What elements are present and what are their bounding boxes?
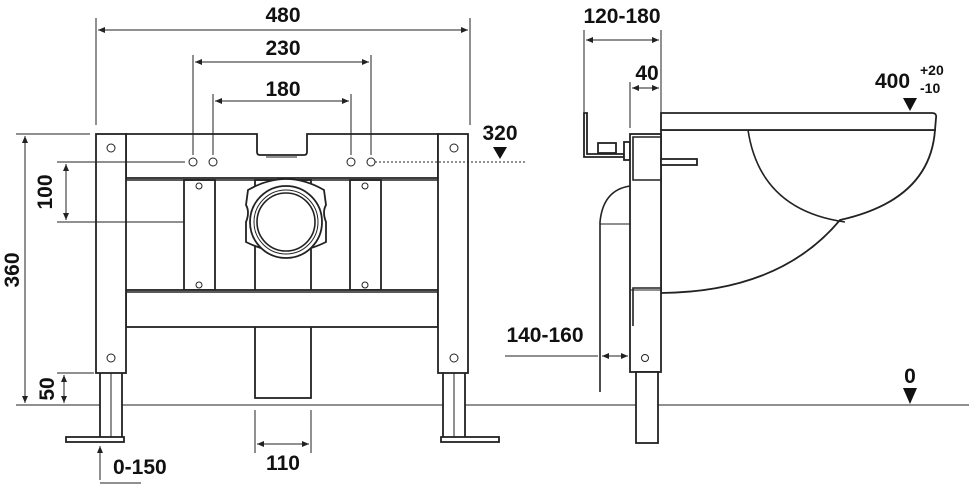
dimension-110: 110 — [254, 410, 312, 475]
dim-label-0-150: 0-150 — [113, 456, 167, 479]
toilet-bowl — [660, 112, 938, 294]
dim-label-320: 320 — [482, 122, 517, 145]
dimension-seat-height: 400 +20 -10 — [875, 62, 944, 111]
dim-label-400: 400 — [875, 70, 910, 93]
dimension-480: 480 — [95, 4, 471, 125]
mount-hole — [188, 157, 198, 167]
dim-label-100: 100 — [34, 174, 57, 209]
dimension-230: 230 — [192, 37, 372, 155]
dim-tolerance-minus: -10 — [920, 80, 940, 96]
level-marker-icon — [903, 98, 917, 111]
dimension-40: 40 — [629, 62, 659, 128]
drain-bend — [599, 185, 631, 392]
side-frame-leg — [635, 371, 659, 444]
dimension-140-160: 140-160 — [505, 324, 628, 359]
side-frame-column — [629, 133, 662, 373]
dim-label-0: 0 — [904, 365, 916, 388]
top-rail — [125, 133, 439, 179]
dim-label-40: 40 — [635, 62, 658, 85]
dim-label-180: 180 — [265, 78, 300, 101]
level-marker-icon — [903, 388, 917, 404]
dim-tolerance-plus: +20 — [920, 62, 944, 78]
dim-label-120-180: 120-180 — [583, 5, 660, 28]
mount-hole — [208, 157, 218, 167]
right-column — [437, 133, 469, 374]
dimension-360: 360 — [1, 133, 90, 403]
threaded-rod — [660, 158, 698, 166]
mount-hole — [346, 157, 356, 167]
dim-label-50: 50 — [36, 377, 59, 400]
dimension-120-180: 120-180 — [583, 5, 661, 112]
side-view — [583, 30, 938, 444]
dim-label-360: 360 — [1, 252, 24, 287]
dimension-floor-level: 0 — [903, 365, 917, 404]
dim-label-110: 110 — [266, 452, 300, 475]
dim-label-140-160: 140-160 — [506, 324, 583, 347]
front-view-frame — [65, 133, 500, 443]
dimension-180: 180 — [212, 78, 352, 155]
dim-label-230: 230 — [265, 37, 300, 60]
level-marker-icon — [493, 147, 507, 159]
right-foot — [440, 436, 500, 443]
dimension-100: 100 — [34, 161, 185, 223]
bottom-rail — [125, 289, 439, 328]
left-column — [95, 133, 127, 374]
dim-label-480: 480 — [265, 4, 300, 27]
outlet-connector — [245, 178, 327, 259]
left-foot — [65, 436, 125, 443]
dimension-50: 50 — [36, 372, 94, 403]
dimension-0-150: 0-150 — [97, 446, 167, 484]
dimension-320: 320 — [375, 122, 525, 163]
